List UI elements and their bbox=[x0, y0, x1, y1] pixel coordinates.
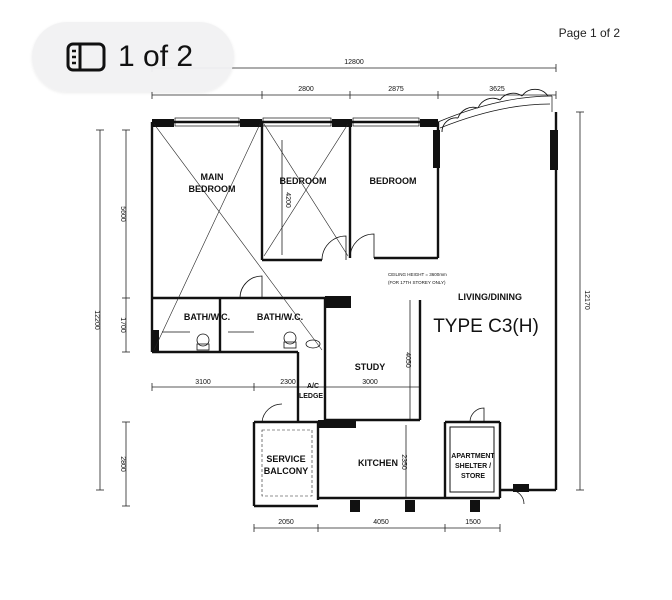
dim-left-total: 12200 bbox=[93, 310, 100, 330]
main-bedroom-label-2: BEDROOM bbox=[189, 184, 236, 194]
page-thumbnails-icon[interactable] bbox=[66, 42, 106, 72]
doors bbox=[239, 233, 525, 505]
dim-left-1: 5600 bbox=[119, 206, 126, 222]
page-indicator[interactable]: 1 of 2 bbox=[32, 22, 234, 92]
dim-bedroom-vertical: 4200 bbox=[284, 192, 291, 208]
dim-top-1: 2800 bbox=[298, 86, 314, 93]
dim-left-2: 1700 bbox=[119, 317, 126, 333]
dim-study-width: 3000 bbox=[362, 379, 378, 386]
shelter-wall bbox=[449, 426, 495, 493]
ceiling-note-1: CEILING HEIGHT = 3600mm bbox=[388, 272, 447, 277]
shelter-label-2: SHELTER / bbox=[455, 463, 491, 470]
ac-ledge-label-2: LEDGE bbox=[299, 393, 323, 400]
balcony-arcs bbox=[441, 88, 549, 133]
bedroom-label-1: BEDROOM bbox=[280, 176, 327, 186]
dim-bottom-1: 2050 bbox=[278, 519, 294, 526]
unit-type-label: TYPE C3(H) bbox=[433, 316, 539, 337]
dim-bottom-3: 1500 bbox=[465, 519, 481, 526]
dim-total-width: 12800 bbox=[344, 59, 364, 66]
dim-mid-1: 3100 bbox=[195, 379, 211, 386]
dim-left-3: 2800 bbox=[119, 456, 126, 472]
shelter-label-1: APARTMENT bbox=[451, 453, 495, 460]
service-balcony-hatch bbox=[261, 429, 313, 497]
room-diagonals bbox=[153, 123, 349, 351]
kitchen-label: KITCHEN bbox=[358, 458, 398, 468]
service-balcony-label-2: BALCONY bbox=[264, 466, 309, 476]
bath-fixtures bbox=[162, 331, 321, 351]
bath-label-1: BATH/W.C. bbox=[184, 312, 230, 322]
page-indicator-text: 1 of 2 bbox=[118, 40, 194, 73]
bedroom-label-2: BEDROOM bbox=[370, 176, 417, 186]
page-label: Page 1 of 2 bbox=[558, 26, 620, 40]
dim-bottom-2: 4050 bbox=[373, 519, 389, 526]
ac-ledge-label-1: A/C bbox=[307, 383, 319, 390]
bath-label-2: BATH/W.C. bbox=[257, 312, 303, 322]
ceiling-note-2: (FOR 17TH STOREY ONLY) bbox=[388, 280, 446, 285]
dim-mid-2: 2300 bbox=[280, 379, 296, 386]
structural-columns bbox=[152, 119, 558, 512]
study-label: STUDY bbox=[355, 362, 386, 372]
dim-kitchen-height: 2350 bbox=[400, 454, 407, 470]
walls bbox=[150, 112, 558, 508]
service-balcony-label-1: SERVICE bbox=[266, 454, 305, 464]
main-bedroom-label: MAIN bbox=[201, 172, 224, 182]
windows bbox=[174, 95, 553, 129]
shelter-label-3: STORE bbox=[461, 473, 485, 480]
dim-top-3: 3625 bbox=[489, 86, 505, 93]
dim-top-2: 2875 bbox=[388, 86, 404, 93]
dim-study-height: 4050 bbox=[404, 352, 411, 368]
dim-right: 12170 bbox=[583, 290, 590, 310]
living-dining-label: LIVING/DINING bbox=[458, 292, 522, 302]
